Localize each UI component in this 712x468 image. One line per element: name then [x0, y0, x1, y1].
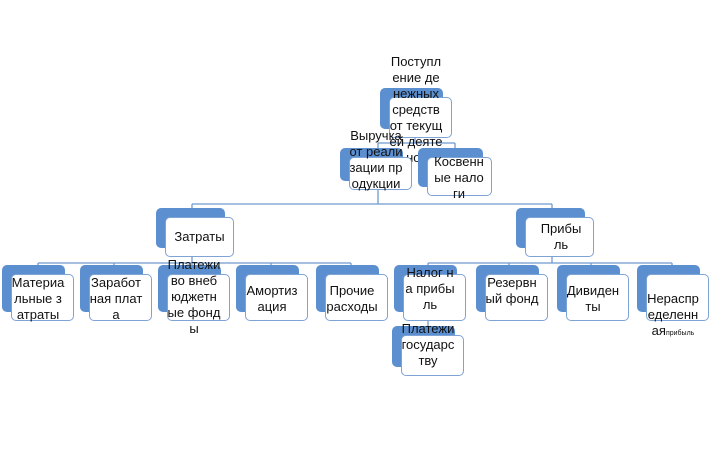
node-other-expenses: Прочие расходы — [316, 265, 388, 321]
node-retained-earnings-label: Нераспределеннаяприбыль — [646, 275, 700, 339]
node-extra-budget-funds-label: Платежи во внебюджетные фонды — [167, 257, 221, 336]
node-revenue: Выручка от реализации продукции — [340, 128, 412, 191]
node-salary-label: Заработная плата — [89, 275, 143, 322]
node-state-payments: Платежи государству — [392, 321, 464, 376]
node-salary: Заработная плата — [80, 265, 152, 322]
node-costs-label: Затраты — [174, 229, 225, 244]
node-reserve-fund-label: Резервный фонд — [485, 275, 539, 306]
node-costs: Затраты — [156, 208, 234, 257]
node-revenue-label: Выручка от реализации продукции — [349, 128, 403, 191]
node-dividends: Дивиденты — [557, 265, 629, 321]
node-retained-earnings-main: Нераспределенная — [647, 291, 699, 338]
node-extra-budget-funds: Платежи во внебюджетные фонды — [158, 257, 230, 336]
node-profit-label: Прибыль — [540, 221, 582, 252]
node-indirect-taxes: Косвенные налоги — [418, 148, 492, 201]
node-state-payments-label: Платежи государству — [401, 321, 455, 368]
node-dividends-label: Дивиденты — [566, 283, 620, 314]
node-other-expenses-label: Прочие расходы — [326, 283, 378, 314]
node-material-costs: Материальные затраты — [2, 265, 74, 322]
node-income-tax-label: Налог на прибыль — [405, 265, 455, 312]
node-material-costs-label: Материальные затраты — [11, 275, 65, 322]
node-root: Поступление денежных средств от текущей … — [380, 54, 452, 165]
node-amortization-label: Амортизация — [246, 283, 298, 314]
node-retained-earnings-suffix: прибыль — [665, 330, 695, 337]
node-profit: Прибыль — [516, 208, 594, 257]
node-retained-earnings: Нераспределеннаяприбыль — [637, 265, 709, 338]
node-income-tax: Налог на прибыль — [394, 265, 466, 321]
node-reserve-fund: Резервный фонд — [476, 265, 548, 321]
node-indirect-taxes-label: Косвенные налоги — [434, 154, 484, 201]
node-amortization: Амортизация — [236, 265, 308, 321]
